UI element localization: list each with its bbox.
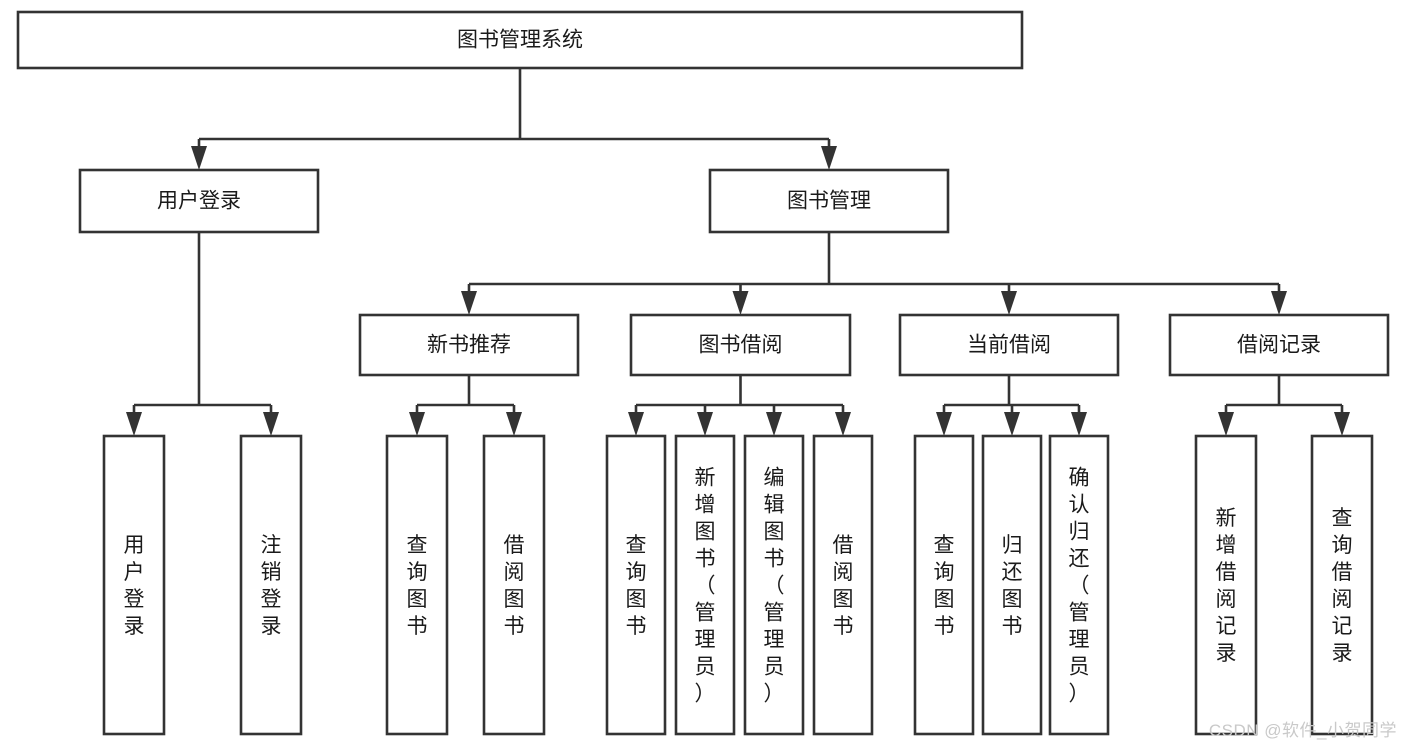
- node-label-book-borrow: 图书借阅: [699, 334, 783, 357]
- node-box-leaf-query-book-recommend[interactable]: [385, 434, 449, 736]
- connector-group-user-login: [126, 232, 279, 436]
- node-leaf-query-borrow-record[interactable]: 查询借阅记录: [1310, 434, 1374, 736]
- node-box-leaf-borrow-book[interactable]: [812, 434, 874, 736]
- node-label-leaf-return-book: 归还图书: [1002, 534, 1023, 638]
- node-label-leaf-query-borrow-record: 查询借阅记录: [1332, 507, 1353, 665]
- node-label-user-login: 用户登录: [157, 190, 241, 213]
- node-box-leaf-query-borrow-record[interactable]: [1310, 434, 1374, 736]
- node-box-leaf-confirm-return[interactable]: [1048, 434, 1110, 736]
- node-box-user-login[interactable]: [78, 168, 320, 234]
- node-leaf-query-book-borrow[interactable]: 查询图书: [605, 434, 667, 736]
- node-label-leaf-add-borrow-record: 新增借阅记录: [1216, 507, 1237, 665]
- node-box-leaf-add-book[interactable]: [674, 434, 736, 736]
- node-box-borrow-record[interactable]: [1168, 313, 1390, 377]
- node-leaf-query-book-current[interactable]: 查询图书: [913, 434, 975, 736]
- node-label-new-book-recommend: 新书推荐: [427, 334, 511, 357]
- node-label-leaf-query-book-borrow: 查询图书: [626, 534, 647, 638]
- node-book-manage[interactable]: 图书管理: [708, 168, 950, 234]
- nodes-layer: 图书管理系统用户登录图书管理新书推荐图书借阅当前借阅借阅记录用户登录注销登录查询…: [16, 10, 1390, 736]
- csdn-watermark: CSDN @软件_小贺同学: [1208, 721, 1397, 740]
- node-box-leaf-add-borrow-record[interactable]: [1194, 434, 1258, 736]
- connector-group-book-borrow: [628, 375, 851, 436]
- node-label-leaf-add-book: 新增图书（管理员）: [695, 467, 716, 706]
- node-label-root: 图书管理系统: [457, 29, 583, 52]
- edges-layer: [126, 68, 1350, 436]
- node-box-book-borrow[interactable]: [629, 313, 852, 377]
- node-label-leaf-user-login: 用户登录: [124, 534, 145, 638]
- node-box-leaf-user-login[interactable]: [102, 434, 166, 736]
- node-label-leaf-confirm-return: 确认归还（管理员）: [1069, 467, 1090, 706]
- node-root[interactable]: 图书管理系统: [16, 10, 1024, 70]
- node-box-leaf-edit-book[interactable]: [743, 434, 805, 736]
- connector-group-new-book-recommend: [409, 375, 522, 436]
- node-label-leaf-query-book-recommend: 查询图书: [407, 534, 428, 638]
- connector-group-book-manage: [461, 232, 1287, 315]
- node-box-new-book-recommend[interactable]: [358, 313, 580, 377]
- node-label-borrow-record: 借阅记录: [1237, 334, 1321, 357]
- node-leaf-query-book-recommend[interactable]: 查询图书: [385, 434, 449, 736]
- node-box-leaf-query-book-borrow[interactable]: [605, 434, 667, 736]
- connector-group-current-borrow: [936, 375, 1087, 436]
- node-leaf-return-book[interactable]: 归还图书: [981, 434, 1043, 736]
- node-leaf-borrow-book-recommend[interactable]: 借阅图书: [482, 434, 546, 736]
- node-label-leaf-edit-book: 编辑图书（管理员）: [764, 467, 785, 706]
- node-leaf-edit-book[interactable]: 编辑图书（管理员）: [743, 434, 805, 736]
- node-leaf-add-book[interactable]: 新增图书（管理员）: [674, 434, 736, 736]
- node-leaf-add-borrow-record[interactable]: 新增借阅记录: [1194, 434, 1258, 736]
- node-box-leaf-borrow-book-recommend[interactable]: [482, 434, 546, 736]
- node-leaf-confirm-return[interactable]: 确认归还（管理员）: [1048, 434, 1110, 736]
- node-label-leaf-borrow-book-recommend: 借阅图书: [504, 534, 525, 638]
- node-current-borrow[interactable]: 当前借阅: [898, 313, 1120, 377]
- node-box-root[interactable]: [16, 10, 1024, 70]
- node-box-leaf-user-logout[interactable]: [239, 434, 303, 736]
- node-book-borrow[interactable]: 图书借阅: [629, 313, 852, 377]
- node-label-leaf-borrow-book: 借阅图书: [833, 534, 854, 638]
- node-label-book-manage: 图书管理: [787, 190, 871, 213]
- node-label-leaf-query-book-current: 查询图书: [934, 534, 955, 638]
- node-leaf-user-login[interactable]: 用户登录: [102, 434, 166, 736]
- node-leaf-user-logout[interactable]: 注销登录: [239, 434, 303, 736]
- node-box-leaf-query-book-current[interactable]: [913, 434, 975, 736]
- node-label-leaf-user-logout: 注销登录: [261, 534, 282, 638]
- node-borrow-record[interactable]: 借阅记录: [1168, 313, 1390, 377]
- node-label-current-borrow: 当前借阅: [967, 334, 1051, 357]
- node-user-login[interactable]: 用户登录: [78, 168, 320, 234]
- node-leaf-borrow-book[interactable]: 借阅图书: [812, 434, 874, 736]
- node-new-book-recommend[interactable]: 新书推荐: [358, 313, 580, 377]
- node-box-leaf-return-book[interactable]: [981, 434, 1043, 736]
- connector-group-borrow-record: [1218, 375, 1350, 436]
- node-box-book-manage[interactable]: [708, 168, 950, 234]
- connector-group-root: [191, 68, 837, 170]
- node-box-current-borrow[interactable]: [898, 313, 1120, 377]
